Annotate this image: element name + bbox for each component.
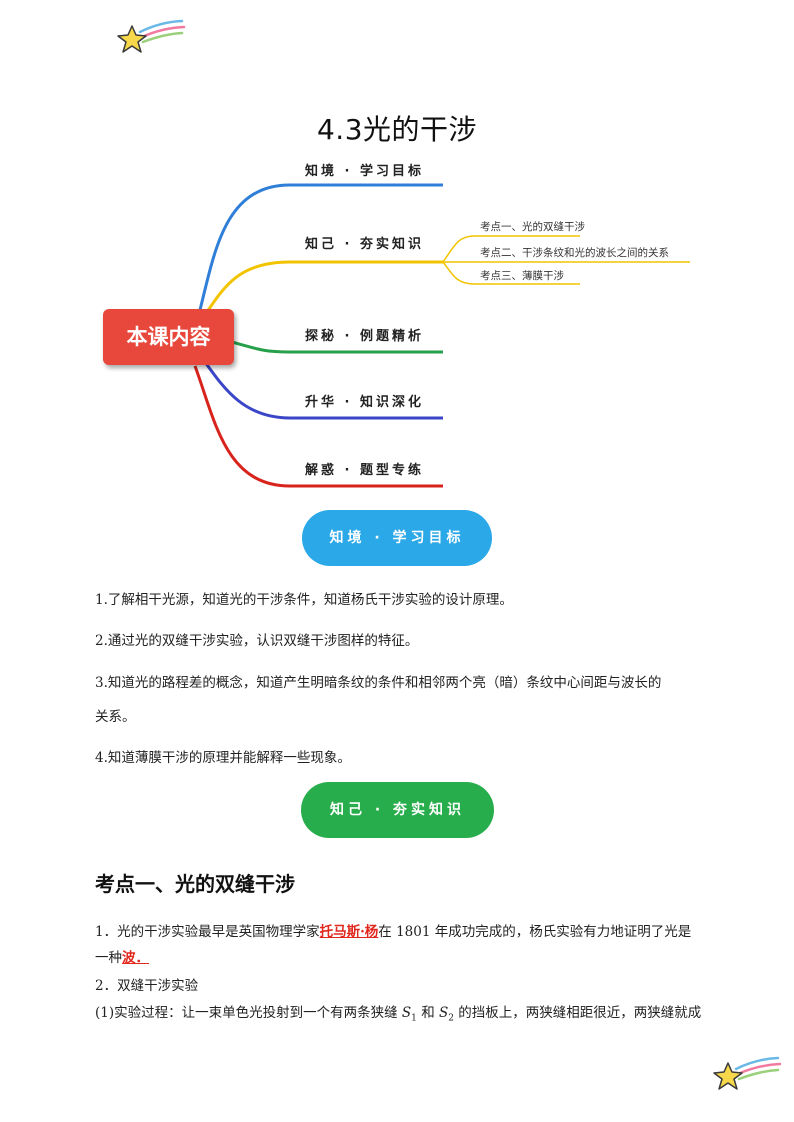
highlight-answer: 托马斯·杨: [319, 924, 379, 940]
goal-item: 1.了解相干光源，知道光的干涉条件，知道杨氏干涉实验的设计原理。: [95, 592, 513, 608]
mindmap-sub-label: 考点一、光的双缝干涉: [480, 221, 585, 233]
goal-item: 关系。: [95, 709, 136, 725]
branch-line-2: [203, 260, 443, 316]
mindmap-branch-label: 知境 · 学习目标: [305, 164, 424, 179]
subscript: 1: [411, 1013, 417, 1024]
text-run: 1．光的干涉实验最早是英国物理学家: [95, 924, 320, 940]
mindmap-sub-label: 考点二、干涉条纹和光的波长之间的关系: [480, 247, 669, 259]
goal-item: 2.通过光的双缝干涉实验，认识双缝干涉图样的特征。: [95, 633, 419, 649]
text-run: 和: [416, 1005, 439, 1021]
shooting-star-icon: [713, 1056, 782, 1090]
mindmap-sub-label: 考点三、薄膜干涉: [480, 270, 564, 282]
shooting-star-icon: [117, 19, 186, 53]
paragraph: (1)实验过程：让一束单色光投射到一个有两条狭缝 S1 和 S2 的挡板上，两狭…: [95, 1001, 701, 1024]
symbol-s1: S: [401, 1005, 412, 1021]
section-pill-learning-goals: 知境 · 学习目标: [302, 510, 492, 566]
paragraph: 2．双缝干涉实验: [95, 978, 199, 994]
symbol-s2: S: [439, 1005, 449, 1021]
subscript: 2: [448, 1013, 454, 1024]
highlight-answer: 波．: [122, 950, 149, 966]
branch-line-3: [224, 338, 443, 354]
goal-item: 3.知道光的路程差的概念，知道产生明暗条纹的条件和相邻两个亮（暗）条纹中心间距与…: [95, 675, 662, 691]
paragraph: 1．光的干涉实验最早是英国物理学家托马斯·杨在 1801 年成功完成的，杨氏实验…: [95, 920, 691, 940]
branch-line-4: [203, 361, 443, 420]
mindmap-branch-label: 探秘 · 例题精析: [305, 329, 424, 344]
goal-item: 4.知道薄膜干涉的原理并能解释一些现象。: [95, 750, 351, 766]
branch-line-1: [198, 183, 443, 311]
section-pill-knowledge: 知己 · 夯实知识: [301, 782, 494, 838]
text-run: 一种: [95, 950, 122, 966]
paragraph: 一种波．: [95, 946, 149, 966]
sub-line-3: [442, 261, 580, 285]
mindmap-branches: [193, 183, 690, 488]
text-run: 在 1801 年成功完成的，杨氏实验有力地证明了光是: [378, 924, 692, 940]
mindmap-branch-label: 升华 · 知识深化: [305, 395, 424, 410]
text-run: 的挡板上，两狭缝相距很近，两狭缝就成: [453, 1005, 702, 1021]
branch-line-5: [193, 365, 443, 488]
mindmap-branch-label: 解惑 · 题型专练: [305, 463, 424, 478]
mindmap-center: 本课内容: [103, 309, 234, 365]
page-title: 4.3光的干涉: [316, 113, 478, 146]
section-heading: 考点一、光的双缝干涉: [95, 872, 295, 896]
sub-line-1: [442, 235, 580, 263]
text-run: (1)实验过程：让一束单色光投射到一个有两条狭缝: [95, 1005, 402, 1021]
mindmap-branch-label: 知己 · 夯实知识: [305, 237, 424, 252]
